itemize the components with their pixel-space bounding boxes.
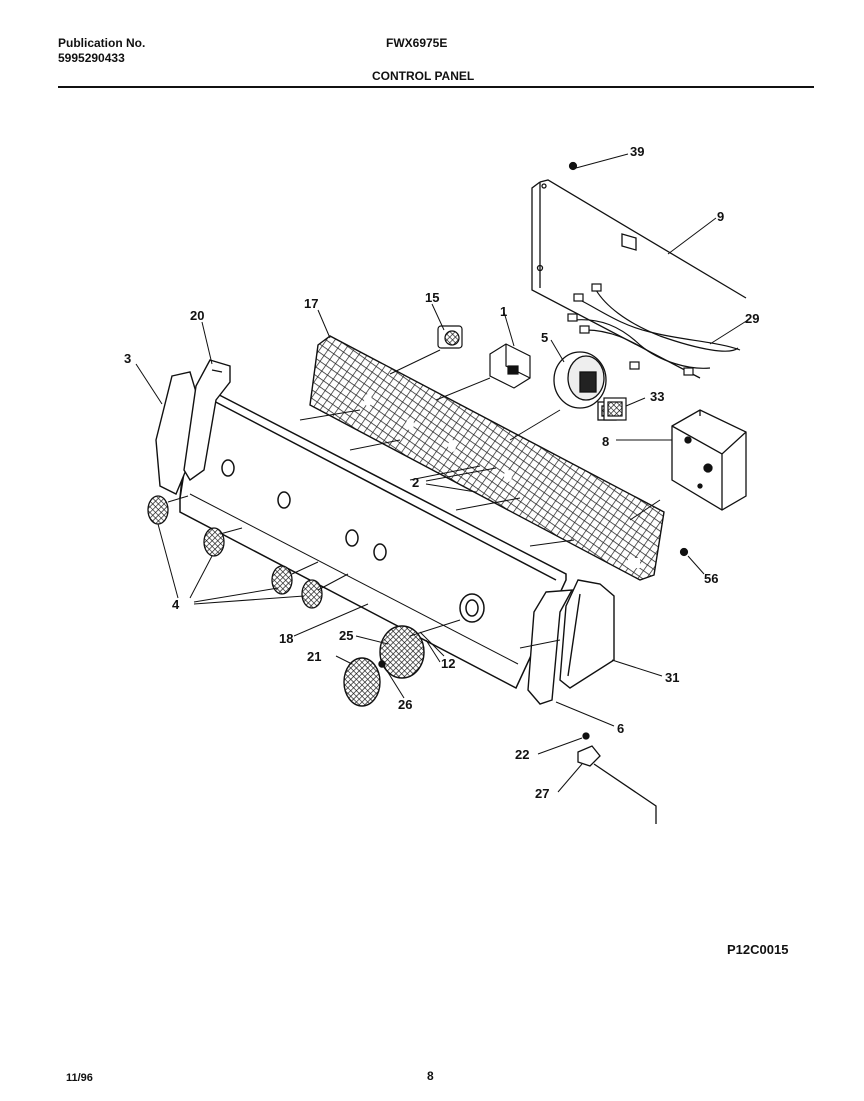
buzzer: [603, 397, 627, 421]
push-switch: [489, 343, 531, 389]
callout-56: 56: [704, 571, 718, 586]
timer-knob: [343, 625, 425, 707]
callout-6: 6: [617, 721, 624, 736]
dryness-control-module: [671, 409, 747, 511]
back-plate: [531, 179, 747, 379]
callout-20: 20: [190, 308, 204, 323]
control-panel-face: [179, 382, 567, 690]
section-title: CONTROL PANEL: [372, 69, 475, 83]
callout-2: 2: [412, 475, 419, 490]
callout-3: 3: [124, 351, 131, 366]
callout-15: 15: [425, 290, 439, 305]
screws: [568, 161, 689, 557]
callout-39: 39: [630, 144, 644, 159]
page-number: 8: [427, 1069, 434, 1083]
publication-number: 5995290433: [58, 51, 125, 65]
hinge-hardware: [577, 732, 657, 824]
publication-label: Publication No.: [58, 36, 146, 50]
selector-switch: [437, 325, 463, 349]
callout-33: 33: [650, 389, 664, 404]
callout-29: 29: [745, 311, 759, 326]
control-knobs: [147, 495, 323, 609]
callout-labels: 39 9 29 15 1 5 33 8 17 20 3 2 4 56 18 25…: [124, 144, 759, 801]
callout-17: 17: [304, 296, 318, 311]
model-number: FWX6975E: [386, 36, 448, 50]
callout-18: 18: [279, 631, 293, 646]
left-end-cap: [155, 359, 231, 495]
leader-lines: [135, 153, 749, 793]
wiring-harness: [567, 283, 741, 376]
callout-26: 26: [398, 697, 412, 712]
drawing-code: P12C0015: [727, 942, 789, 957]
callout-5: 5: [541, 330, 548, 345]
callout-25: 25: [339, 628, 353, 643]
callout-4: 4: [172, 597, 180, 612]
callout-27: 27: [535, 786, 549, 801]
callout-8: 8: [602, 434, 609, 449]
callout-21: 21: [307, 649, 321, 664]
callout-22: 22: [515, 747, 529, 762]
mesh-backing-board: [309, 335, 665, 581]
header-rule: [58, 86, 814, 88]
callout-12: 12: [441, 656, 455, 671]
publication-date: 11/96: [66, 1072, 93, 1084]
callout-1: 1: [500, 304, 507, 319]
callout-31: 31: [665, 670, 679, 685]
right-end-cap: [527, 579, 615, 705]
assembly-lines: [167, 349, 661, 649]
callout-9: 9: [717, 209, 724, 224]
